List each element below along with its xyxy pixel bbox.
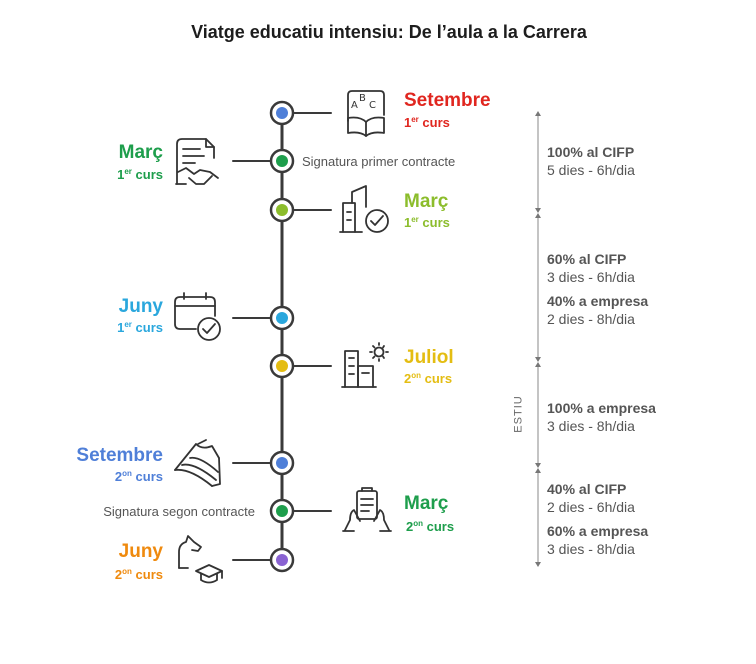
milestone-m3-course: 1er curs	[404, 215, 450, 230]
milestone-m4-month: Juny	[118, 296, 163, 317]
milestone-m2-month: Març	[118, 142, 163, 163]
bracket-p1	[535, 111, 541, 213]
node-m7	[269, 498, 295, 524]
milestone-m8-month: Juny	[118, 541, 163, 562]
period-p4-detail-b: 3 dies - 8h/dia	[547, 541, 635, 557]
abc-book-icon: A B C	[347, 90, 385, 137]
svg-text:A: A	[351, 100, 358, 111]
period-p2-detail-b: 2 dies - 8h/dia	[547, 311, 635, 327]
milestone-m5-month: Juliol	[404, 347, 454, 368]
building-sun-icon	[341, 342, 389, 388]
milestone-m7-note: Signatura segon contracte	[103, 504, 255, 519]
svg-text:B: B	[359, 93, 366, 104]
milestone-m1-course: 1er curs	[404, 115, 450, 130]
node-m3	[269, 197, 295, 223]
milestone-m6-month: Setembre	[76, 445, 163, 466]
svg-text:C: C	[369, 100, 376, 111]
node-m4	[269, 305, 295, 331]
period-p3-title: 100% a empresa	[547, 400, 656, 416]
period-p4-title-b: 60% a empresa	[547, 523, 649, 539]
period-p2-title-a: 60% al CIFP	[547, 251, 627, 267]
calendar-check-icon	[174, 292, 221, 341]
node-m5	[269, 353, 295, 379]
graduation-icon	[178, 535, 223, 584]
milestone-m8-course: 2on curs	[114, 567, 163, 582]
node-m1	[269, 100, 295, 126]
period-p2-detail-a: 3 dies - 6h/dia	[547, 269, 635, 285]
milestone-m5-course: 2on curs	[404, 371, 453, 386]
milestone-m3-month: Març	[404, 191, 449, 212]
period-p4-detail-a: 2 dies - 6h/dia	[547, 499, 635, 515]
period-p1-detail: 5 dies - 6h/dia	[547, 162, 635, 178]
milestone-m6-course: 2on curs	[114, 469, 163, 484]
diagram-title: Viatge educatiu intensiu: De l’aula a la…	[191, 22, 587, 42]
node-m2	[269, 148, 295, 174]
node-m6	[269, 450, 295, 476]
company-check-icon	[339, 185, 389, 233]
bracket-p4	[535, 468, 541, 567]
period-p4-title-a: 40% al CIFP	[547, 481, 627, 497]
period-p1-title: 100% al CIFP	[547, 144, 635, 160]
milestone-m4-course: 1er curs	[117, 320, 163, 335]
milestone-m2-course: 1er curs	[117, 167, 163, 182]
period-p3-label: ESTIU	[512, 395, 525, 433]
node-m8	[269, 547, 295, 573]
period-p2-title-b: 40% a empresa	[547, 293, 649, 309]
period-p3-detail: 3 dies - 8h/dia	[547, 418, 635, 434]
hands-clipboard-icon	[342, 487, 392, 532]
open-book-icon	[174, 439, 221, 487]
contract-handshake-icon	[175, 138, 219, 185]
bracket-p2	[535, 213, 541, 362]
bracket-p3	[535, 362, 541, 468]
milestone-m7-course: 2on curs	[406, 519, 455, 534]
milestone-m1-month: Setembre	[404, 90, 491, 111]
milestone-m2-note: Signatura primer contracte	[302, 154, 456, 169]
milestone-m7-month: Març	[404, 493, 449, 514]
